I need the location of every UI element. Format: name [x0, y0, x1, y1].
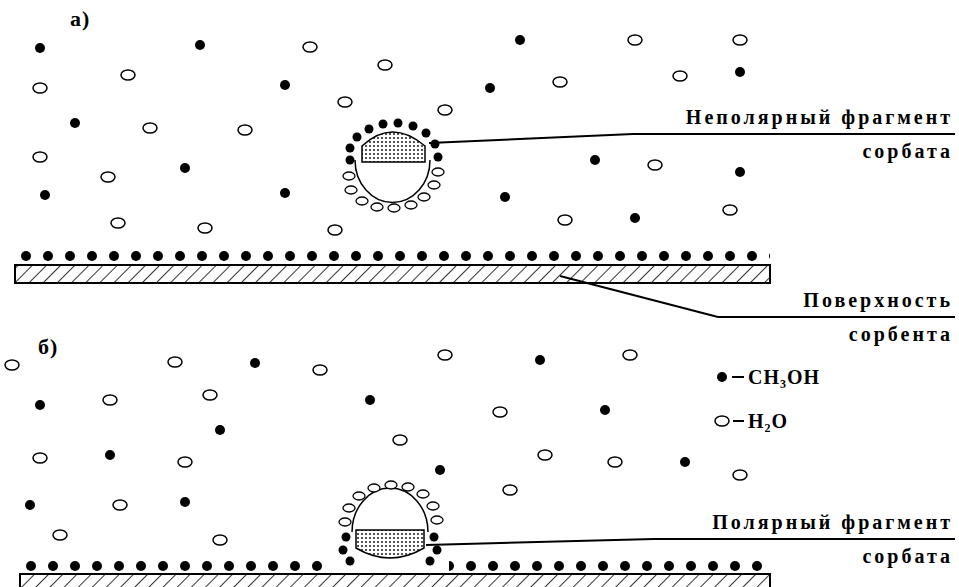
legend-text: CH₃OH	[748, 365, 820, 389]
legend-text: H₂O	[748, 409, 788, 433]
callout-label: Неполярный фрагмент сорбата	[653, 100, 953, 168]
callout-label: Полярный фрагмент сорбата	[674, 505, 953, 573]
leader-line	[429, 134, 633, 143]
methanol-dots	[35, 35, 745, 223]
sorbent-surface-a	[15, 250, 770, 283]
leader-line	[654, 538, 955, 540]
methanol-dots	[25, 355, 690, 510]
callout-label: Поверхность сорбента	[738, 283, 953, 351]
leader-line	[426, 539, 654, 545]
legend-samples	[715, 372, 744, 426]
legend-swatch	[715, 416, 729, 426]
sorbate-b	[339, 481, 444, 566]
legend-swatch	[717, 372, 727, 382]
sorbate-a	[343, 119, 444, 213]
leader-line	[560, 276, 718, 317]
panel-letter: б)	[38, 330, 58, 364]
water-dots	[5, 350, 747, 545]
leader-line	[718, 316, 955, 318]
leader-line	[633, 133, 955, 135]
sorbent-surface-b	[20, 560, 770, 587]
panel-letter: а)	[70, 2, 90, 36]
